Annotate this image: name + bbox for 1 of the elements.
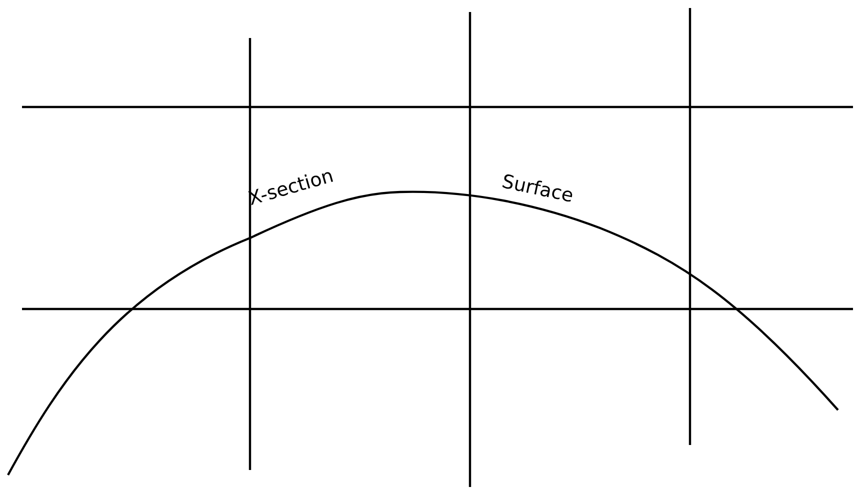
curve-label: Surface xyxy=(500,170,576,208)
